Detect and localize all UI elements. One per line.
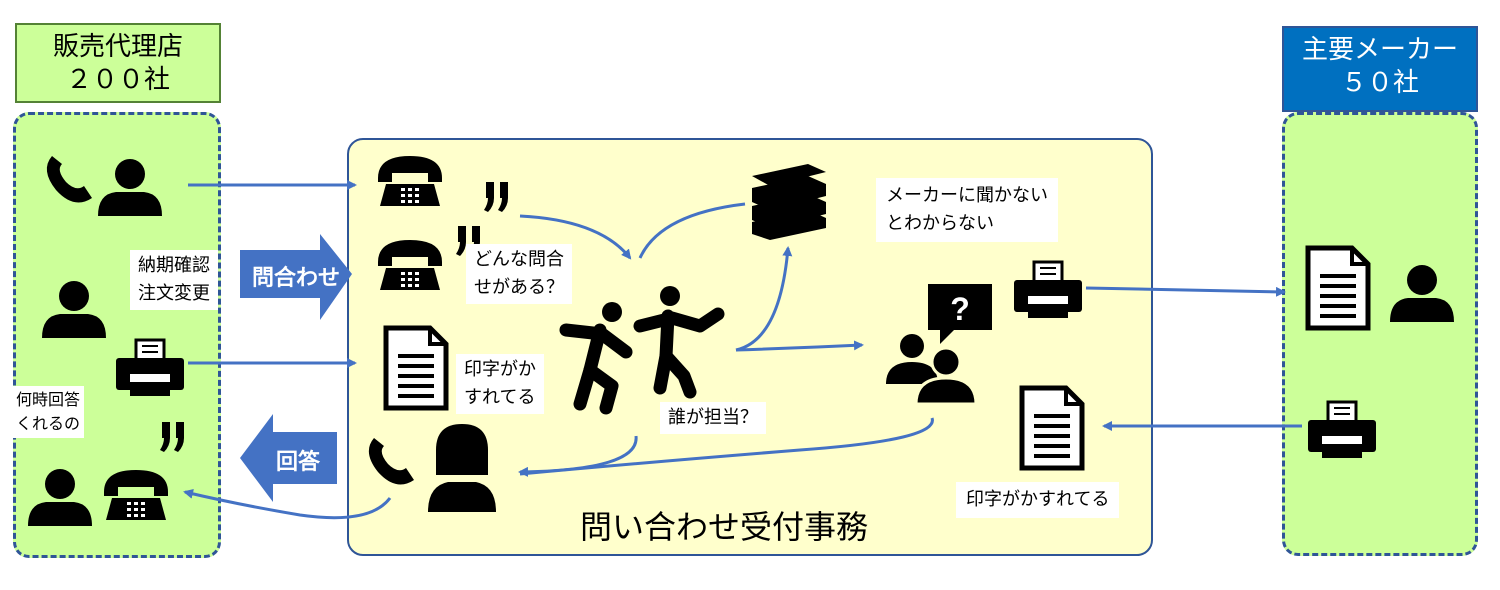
print-faded-bubble: 印字がか すれてる: [456, 354, 544, 414]
left-header-line1: 販売代理店: [52, 32, 183, 62]
books-to-runners-line: [638, 202, 746, 259]
telephone-icon: [378, 240, 442, 290]
to-books-line: [735, 246, 793, 352]
right-header-line2: ５０社: [1340, 68, 1419, 98]
center-title: 問い合わせ受付事務: [580, 508, 869, 546]
answer-arrow-label: 回答: [276, 450, 321, 475]
dealer-question-line1: 何時回答: [16, 390, 81, 409]
who-in-charge-bubble: 誰が担当？: [660, 402, 766, 434]
dealer-person-icon: [28, 469, 92, 526]
document-icon: [1022, 388, 1082, 468]
ask-maker-line1: メーカーに聞かない: [886, 185, 1048, 206]
inquiry-block-arrow: [240, 234, 352, 320]
printer-icon: [1012, 260, 1084, 320]
print-faded-bubble-2: 印字がかすれてる: [956, 482, 1120, 518]
svg-text:?: ?: [950, 291, 970, 327]
operator-woman-icon: [428, 424, 496, 512]
handset-icon: [46, 156, 92, 203]
print-faded-line1: 印字がか: [464, 359, 536, 380]
answer-block-arrow: [240, 414, 337, 502]
quote-icon: [160, 422, 184, 452]
dealer-question-label: 何時回答 くれるの: [12, 386, 85, 438]
telephone-icon: [378, 156, 442, 206]
inquiry-type-line2: せがある？: [474, 277, 564, 298]
left-header-box: 販売代理店 ２００社: [15, 23, 221, 103]
telephone-icon: [104, 470, 168, 520]
dealer-question-line2: くれるの: [16, 414, 81, 433]
right-header-line1: 主要メーカー: [1301, 35, 1458, 65]
dealer-request-line2: 注文変更: [138, 283, 210, 304]
right-header-box: 主要メーカー ５０社: [1282, 26, 1478, 112]
ask-maker-bubble: メーカーに聞かない とわからない: [876, 178, 1058, 242]
document-icon: [386, 328, 446, 408]
handset-icon: [368, 438, 414, 485]
inquiry-arrow-label: 問合わせ: [252, 266, 341, 291]
right-maker-panel: [1282, 112, 1478, 556]
dealer-request-line1: 納期確認: [138, 255, 210, 276]
inquiry-type-line1: どんな問合: [474, 249, 564, 270]
maker-person-icon: [1390, 265, 1454, 322]
ask-maker-line2: とわからない: [886, 213, 994, 234]
dealer-person-icon: [98, 159, 162, 216]
fax-to-maker-line: [1085, 286, 1286, 297]
quote-icon: [484, 182, 508, 212]
to-group-line: [735, 340, 864, 352]
books-icon: [752, 164, 826, 240]
left-header-line2: ２００社: [65, 65, 170, 95]
dealer-person-icon: [42, 281, 106, 338]
inquiry-type-bubble: どんな問合 せがある？: [466, 244, 572, 304]
to-runners-line: [519, 214, 632, 260]
group-to-operator-line: [519, 417, 934, 476]
answer-return-line: [183, 488, 392, 520]
running-persons-icon: [559, 286, 725, 415]
print-faded-line2: すれてる: [464, 387, 536, 408]
document-icon: [1308, 248, 1368, 328]
dealer-request-label: 納期確認 注文変更: [130, 250, 218, 310]
question-group-icon: ?: [886, 284, 992, 406]
printer-icon: [1306, 400, 1378, 460]
printer-icon: [114, 338, 186, 398]
